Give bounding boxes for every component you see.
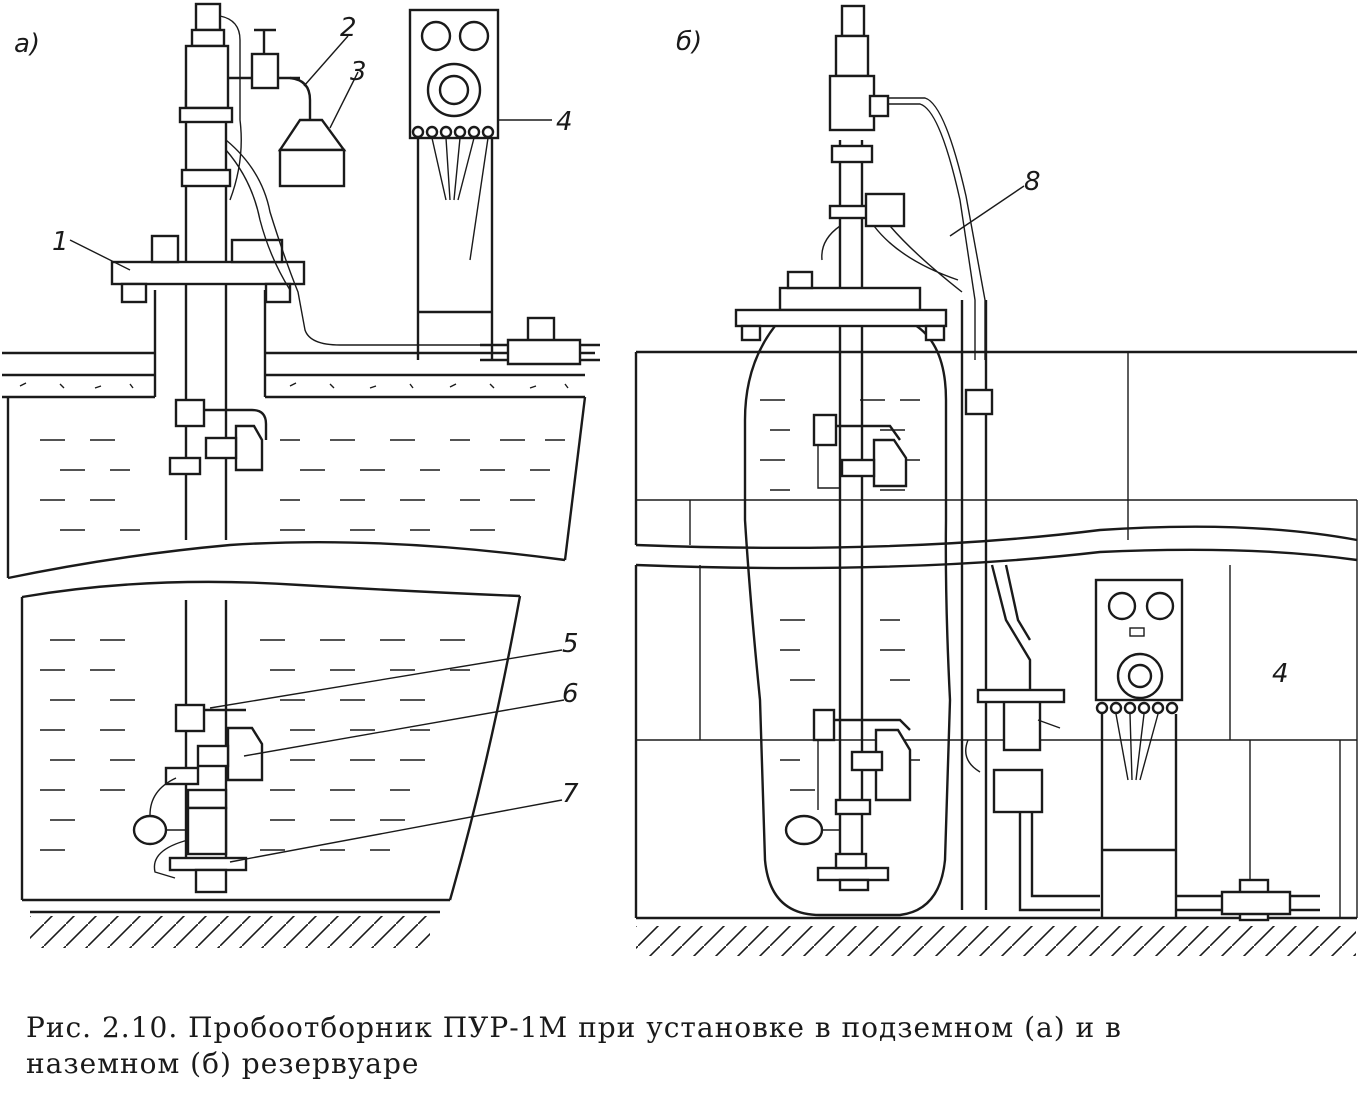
figure-diagram: а) — [2, 2, 1358, 956]
callout-2: 2 — [340, 13, 357, 43]
inner-shell — [743, 319, 952, 917]
panel-b-label: б) — [676, 27, 702, 57]
panel-a: а) — [2, 2, 600, 948]
caption-line-2: наземном (б) резервуаре — [26, 1047, 420, 1080]
control-panel-a — [408, 8, 600, 366]
tank-upper — [6, 290, 587, 580]
callout-3: 3 — [350, 57, 367, 87]
control-panel-b — [1094, 578, 1320, 922]
callouts-b: 8 4 — [949, 167, 1289, 689]
callout-1: 1 — [52, 227, 69, 257]
panel-a-label: а) — [14, 29, 40, 59]
outer-piping — [960, 300, 1100, 912]
callout-8: 8 — [1024, 167, 1041, 197]
tank-lower — [20, 580, 522, 948]
callout-5: 5 — [562, 629, 579, 659]
panel-b: б) — [634, 4, 1358, 956]
figure-caption: Рис. 2.10. Пробоотборник ПУР-1М при уста… — [26, 1010, 1346, 1082]
callouts-a: 1 2 3 4 5 6 7 — [52, 13, 579, 863]
caption-line-1: Рис. 2.10. Пробоотборник ПУР-1М при уста… — [26, 1011, 1122, 1044]
sampler-column-a — [110, 2, 480, 894]
sampler-column-b — [734, 4, 986, 892]
ground-slab — [2, 351, 595, 399]
callout-4a: 4 — [556, 107, 573, 137]
callout-7: 7 — [562, 779, 579, 809]
callout-4b: 4 — [1272, 659, 1289, 689]
tank-wall — [634, 350, 1358, 956]
callout-6: 6 — [562, 679, 579, 709]
